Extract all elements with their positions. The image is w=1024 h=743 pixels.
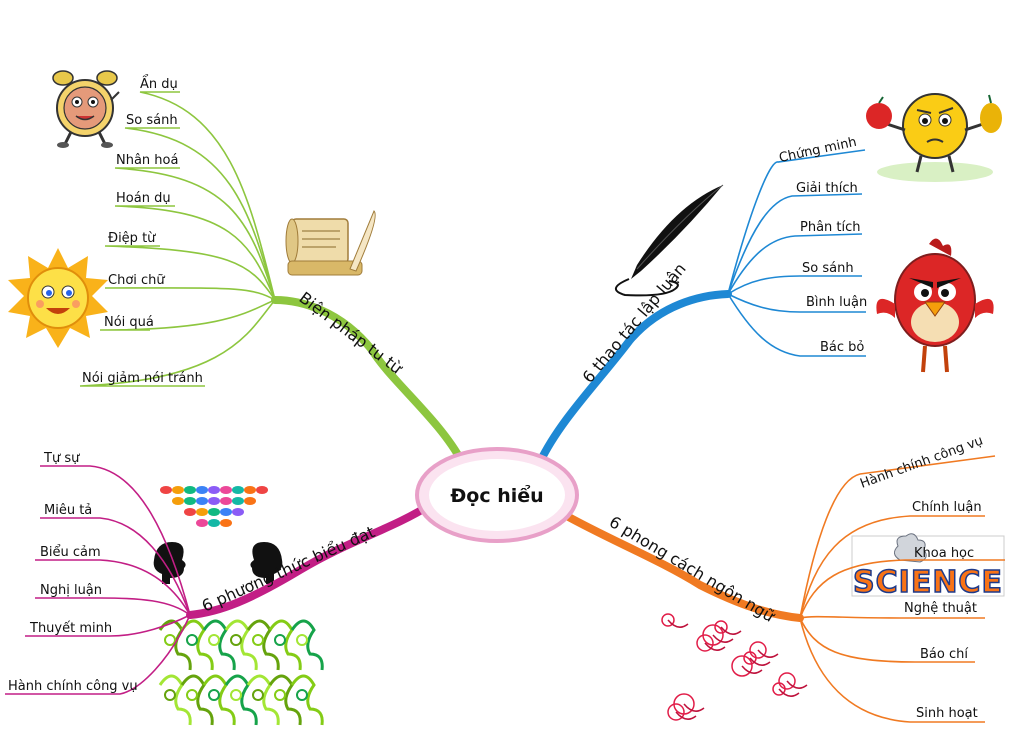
leaf-thuyet-minh[interactable]: Thuyết minh <box>29 621 112 636</box>
science-logo-text: SCIENCE <box>853 565 1003 600</box>
branch-line-ngon-ngu <box>561 511 804 622</box>
leaf-khoa-hoc[interactable]: Khoa học <box>914 546 974 561</box>
leaf-chinh-luan[interactable]: Chính luận <box>912 500 982 515</box>
leaf-hanh-chinh-cong-vu[interactable]: Hành chính công vụ <box>8 679 138 694</box>
leaf-bieu-cam[interactable]: Biểu cảm <box>40 545 101 560</box>
leaf-bac-bo[interactable]: Bác bỏ <box>820 340 864 355</box>
leaf-diep-tu[interactable]: Điệp từ <box>108 231 156 246</box>
sun-icon <box>8 248 108 348</box>
center-node[interactable]: Đọc hiểu <box>415 447 579 543</box>
leaf-giai-thich[interactable]: Giải thích <box>796 181 858 196</box>
leaf-hoan-du[interactable]: Hoán dụ <box>116 191 171 206</box>
branch-label-ngon-ngu[interactable]: 6 phong cách ngôn ngữ <box>606 512 779 626</box>
branch-label-bieu-dat[interactable]: 6 phương thức biểu đạt <box>199 522 378 616</box>
feather-quill-icon <box>615 184 724 297</box>
branch-label-lap-luan[interactable]: 6 thao tác lập luận <box>579 259 690 386</box>
leaf-noi-qua[interactable]: Nói quá <box>104 315 154 330</box>
leaf-nghe-thuat[interactable]: Nghệ thuật <box>904 601 977 616</box>
scroll-quill-icon <box>285 210 376 276</box>
science-icon: SCIENCE <box>851 533 1005 601</box>
mind-map-lines <box>5 91 1005 723</box>
leaf-chung-minh[interactable]: Chứng minh <box>778 135 858 166</box>
vine-ornament-icon <box>158 619 324 726</box>
alarm-clock-icon <box>52 70 120 148</box>
branch-line-bieu-dat <box>186 501 434 619</box>
leaf-hanh-chinh-cong-vu-2[interactable]: Hành chính công vụ <box>858 433 985 491</box>
speech-bubbles-icon <box>153 486 283 584</box>
branch-line-tu-tu <box>271 296 466 466</box>
leaf-an-du[interactable]: Ẩn dụ <box>140 75 178 92</box>
leaf-sinh-hoat[interactable]: Sinh hoạt <box>916 706 978 721</box>
branch-line-lap-luan <box>536 290 732 466</box>
leaf-so-sanh[interactable]: So sánh <box>126 113 178 128</box>
leaf-mieu-ta[interactable]: Miêu tả <box>44 503 92 518</box>
leaf-noi-giam-noi-tranh[interactable]: Nói giảm nói tránh <box>82 371 203 386</box>
leaf-so-sanh-2[interactable]: So sánh <box>802 261 854 276</box>
branch-label-tu-tu[interactable]: Biện pháp tu từ <box>296 288 407 378</box>
leaf-binh-luan[interactable]: Bình luận <box>806 295 867 310</box>
leaf-bao-chi[interactable]: Báo chí <box>920 647 968 662</box>
angry-bird-icon <box>876 238 994 373</box>
leaf-nghi-luan[interactable]: Nghị luận <box>40 583 102 598</box>
lemon-face-icon <box>866 93 1002 182</box>
center-label: Đọc hiểu <box>450 484 543 507</box>
leaf-choi-chu[interactable]: Chơi chữ <box>108 273 165 288</box>
leaf-phan-tich[interactable]: Phân tích <box>800 220 861 235</box>
flower-ornament-icon <box>661 613 808 721</box>
leaf-nhan-hoa[interactable]: Nhân hoá <box>116 153 178 168</box>
leaf-tu-su[interactable]: Tự sự <box>43 451 80 466</box>
